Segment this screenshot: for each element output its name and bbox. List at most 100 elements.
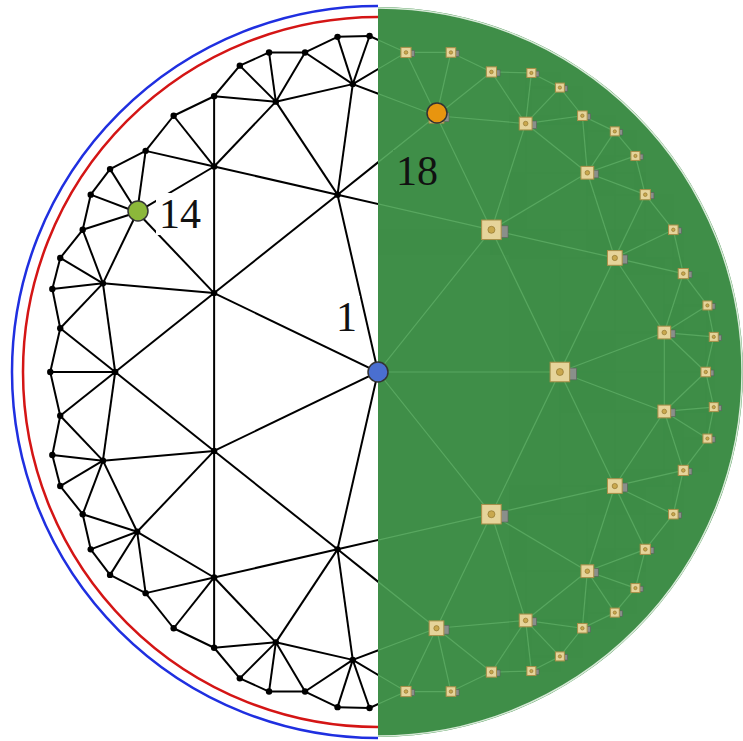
pcb-trace bbox=[276, 84, 353, 102]
lattice-edge bbox=[214, 577, 276, 642]
pcb-trace bbox=[276, 642, 353, 660]
pcb-trace bbox=[50, 371, 115, 372]
lattice-edge bbox=[338, 35, 370, 38]
lattice-edge bbox=[52, 283, 103, 289]
pcb-trace bbox=[60, 283, 103, 328]
lattice-edge bbox=[60, 258, 103, 283]
connector-symbol bbox=[527, 68, 536, 77]
pcb-trace bbox=[52, 416, 60, 455]
connector-pin bbox=[706, 437, 709, 440]
pcb-trace bbox=[560, 333, 664, 372]
pcb-trace bbox=[214, 167, 337, 195]
connector-symbol bbox=[640, 190, 650, 200]
resonator-part bbox=[578, 623, 591, 633]
pcb-trace bbox=[214, 648, 240, 679]
pcb-trace bbox=[436, 116, 525, 124]
connector-pin bbox=[558, 655, 561, 658]
board-components bbox=[50, 36, 721, 708]
lattice-edge bbox=[269, 52, 276, 101]
lattice-edge bbox=[213, 293, 215, 451]
pcb-trace bbox=[60, 328, 115, 372]
lattice-edge bbox=[50, 372, 60, 416]
pcb-trace bbox=[378, 372, 491, 514]
pcb-trace bbox=[50, 372, 60, 416]
pcb-trace bbox=[587, 486, 614, 571]
pcb-trace bbox=[491, 230, 559, 372]
connector-pin bbox=[581, 627, 584, 630]
connector-symbol bbox=[555, 652, 564, 661]
connector-symbol bbox=[701, 367, 711, 377]
lattice-edge bbox=[174, 628, 214, 647]
resonator-part bbox=[482, 504, 508, 524]
pcb-trace bbox=[103, 461, 137, 532]
pcb-trace bbox=[103, 451, 214, 461]
site-marker bbox=[368, 362, 388, 382]
pcb-trace bbox=[110, 575, 146, 593]
pcb-trace bbox=[50, 328, 60, 372]
pcb-trace bbox=[635, 156, 645, 195]
resonator-part bbox=[550, 362, 576, 382]
lattice-edge bbox=[83, 514, 137, 532]
lattice-edge bbox=[103, 283, 214, 293]
callout-number: 1 bbox=[333, 296, 360, 338]
pcb-trace bbox=[353, 52, 406, 84]
connector-symbol bbox=[482, 220, 502, 240]
connector-symbol bbox=[703, 434, 712, 443]
lattice-site bbox=[211, 163, 217, 169]
connector-pin bbox=[523, 121, 528, 126]
lattice-site bbox=[334, 191, 340, 197]
pcb-trace bbox=[91, 169, 110, 195]
lattice-edge bbox=[52, 258, 60, 289]
resonator-part bbox=[527, 667, 539, 676]
lattice-edge bbox=[338, 84, 353, 195]
connector-pin bbox=[404, 690, 408, 694]
pcb-trace bbox=[110, 532, 137, 575]
lattice-site bbox=[211, 574, 217, 580]
pcb-trace bbox=[673, 470, 683, 514]
pcb-trace bbox=[276, 102, 338, 195]
lattice-site bbox=[107, 572, 113, 578]
pcb-trace bbox=[103, 372, 115, 461]
pcb-trace bbox=[615, 258, 664, 333]
pcb-trace bbox=[214, 451, 337, 549]
resonator-part bbox=[610, 127, 622, 136]
connector-symbol bbox=[446, 687, 456, 697]
pcb-trace bbox=[338, 549, 353, 660]
connector-symbol bbox=[709, 403, 718, 412]
connector-symbol bbox=[519, 614, 532, 627]
lattice-edge bbox=[137, 532, 145, 593]
lattice-edge bbox=[50, 328, 60, 372]
pcb-trace bbox=[451, 672, 491, 691]
lattice-edge bbox=[353, 660, 378, 692]
connector-pin bbox=[712, 335, 715, 338]
pcb-trace bbox=[491, 514, 587, 571]
pcb-trace bbox=[587, 173, 614, 258]
lattice-edge bbox=[338, 660, 353, 707]
resonator-part bbox=[446, 48, 459, 58]
pcb-trace bbox=[115, 372, 214, 451]
pcb-trace bbox=[664, 274, 683, 333]
pcb-trace bbox=[91, 532, 137, 550]
lattice-edge bbox=[83, 230, 103, 284]
lattice-site bbox=[80, 227, 86, 233]
resonator-part bbox=[555, 652, 567, 661]
lattice-site bbox=[266, 688, 272, 694]
lattice-edge bbox=[60, 283, 103, 328]
resonator-part bbox=[482, 220, 508, 240]
lattice-edge bbox=[103, 283, 115, 372]
connector-symbol bbox=[669, 509, 679, 519]
lattice-site bbox=[334, 546, 340, 552]
connector-symbol bbox=[401, 47, 411, 57]
lattice-edge bbox=[276, 549, 338, 642]
lattice-edge bbox=[91, 549, 110, 575]
lattice-edge bbox=[214, 66, 240, 97]
pcb-trace bbox=[214, 195, 337, 293]
lattice-site bbox=[170, 113, 176, 119]
connector-pin bbox=[449, 690, 452, 693]
connector-symbol bbox=[669, 225, 679, 235]
pcb-trace bbox=[664, 411, 683, 470]
pcb-trace bbox=[338, 514, 492, 549]
lattice-edge bbox=[276, 642, 305, 691]
pcb-trace bbox=[214, 372, 378, 451]
pcb-trace bbox=[146, 116, 174, 151]
